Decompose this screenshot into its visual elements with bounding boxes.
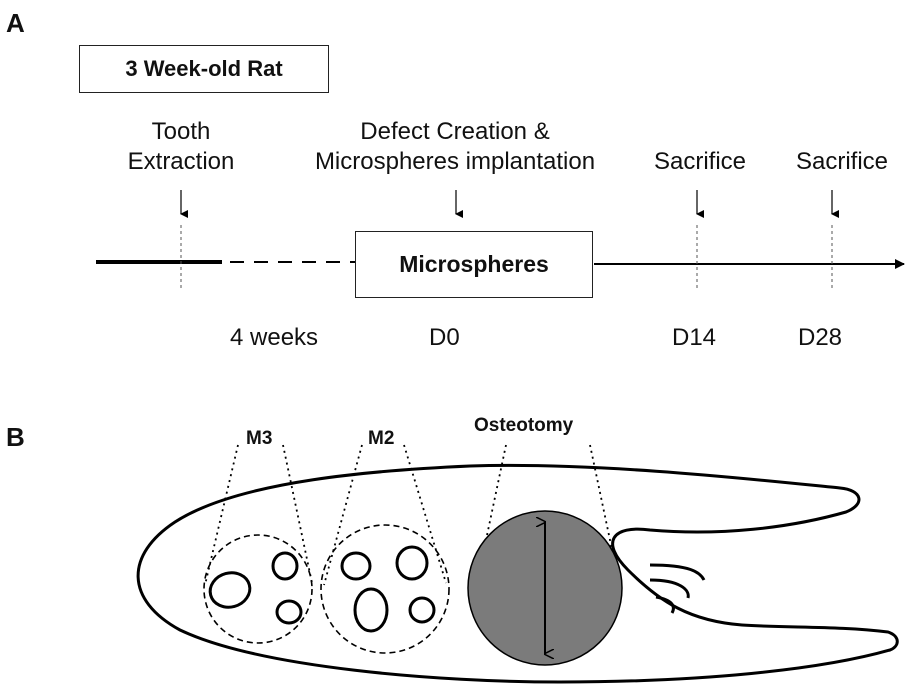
m2-root-4: [410, 598, 434, 622]
time-label-4-weeks: 4 weeks: [230, 324, 318, 352]
m3-root-3: [277, 601, 301, 623]
m2-root-1: [342, 553, 370, 579]
time-label-d14: D14: [672, 324, 716, 352]
region-label-m3: M3: [246, 428, 272, 450]
microspheres-box: Microspheres: [355, 231, 593, 298]
m2-root-2: [397, 547, 427, 579]
m2-root-3: [355, 589, 387, 631]
region-label-osteotomy: Osteotomy: [474, 415, 573, 437]
time-label-d28: D28: [798, 324, 842, 352]
m2-region-circle: [321, 525, 449, 653]
m3-root-1: [206, 568, 253, 611]
time-label-d0: D0: [429, 324, 460, 352]
incisor-detail: [650, 565, 704, 613]
region-label-m2: M2: [368, 428, 394, 450]
m3-root-2: [273, 553, 297, 579]
